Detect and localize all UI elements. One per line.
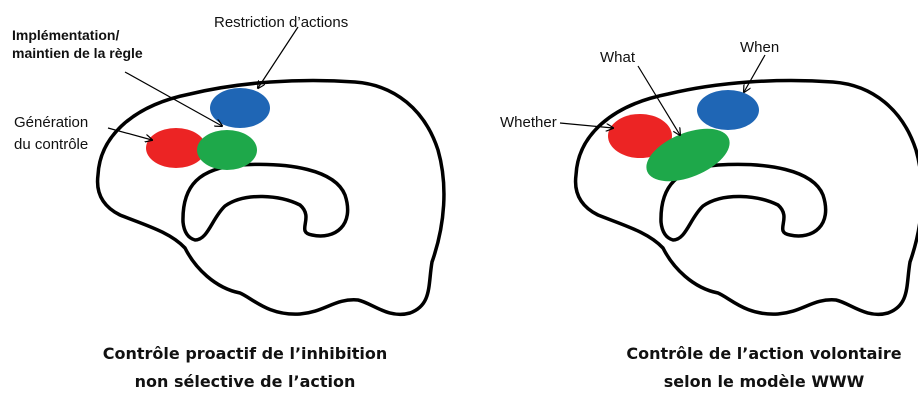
- left-label-implementation-1: Implémentation/: [12, 27, 119, 43]
- right-region-what: [646, 128, 730, 182]
- right-brain-inner-fold: [659, 162, 828, 242]
- left-label-generation-2: du contrôle: [14, 136, 88, 153]
- left-label-implementation-2: maintien de la règle: [12, 45, 143, 61]
- left-arrow-implementation: [124, 71, 222, 126]
- right-arrow-whether: [559, 122, 613, 128]
- left-arrow-generation: [107, 127, 152, 140]
- right-arrow-when: [744, 54, 766, 92]
- right-label-when: When: [740, 39, 779, 56]
- right-caption-1: Contrôle de l’action volontaire: [626, 344, 901, 363]
- left-brain-inner-fold: [181, 162, 350, 242]
- left-panel: Restriction d’actions Implémentation/ ma…: [12, 14, 446, 391]
- left-arrow-restriction: [258, 26, 299, 88]
- left-region-implementation: [197, 130, 257, 170]
- left-region-generation: [146, 128, 206, 168]
- right-region-when: [697, 90, 759, 130]
- left-region-restriction: [210, 88, 270, 128]
- left-label-generation-1: Génération: [14, 114, 88, 131]
- right-brain-outline-icon: [573, 78, 918, 317]
- left-caption-1: Contrôle proactif de l’inhibition: [103, 344, 387, 363]
- right-panel: When What Whether Contrôle de l’action v…: [500, 39, 918, 391]
- left-label-restriction: Restriction d’actions: [214, 14, 348, 31]
- right-label-what: What: [600, 49, 636, 66]
- right-arrow-what: [637, 65, 680, 135]
- left-brain-outline-icon: [95, 78, 446, 317]
- right-label-whether: Whether: [500, 114, 557, 131]
- right-caption-2: selon le modèle WWW: [664, 372, 865, 391]
- right-region-whether: [608, 114, 672, 158]
- left-caption-2: non sélective de l’action: [135, 372, 356, 391]
